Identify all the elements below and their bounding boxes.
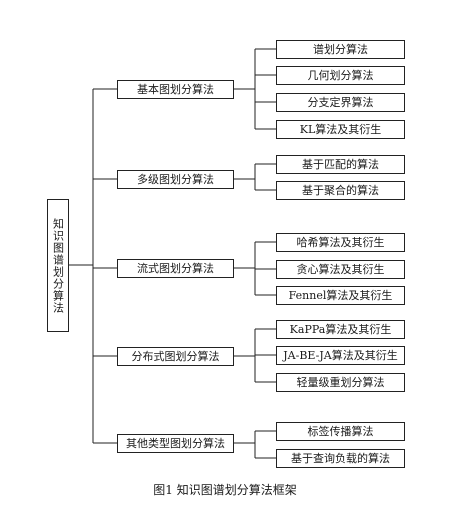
leaf-node: Fennel算法及其衍生 bbox=[276, 285, 405, 305]
leaf-node: 基于聚合的算法 bbox=[276, 180, 405, 200]
leaf-label: 贪心算法及其衍生 bbox=[296, 262, 385, 276]
leaf-node: 分支定界算法 bbox=[276, 92, 405, 112]
leaf-node: 轻量级重划分算法 bbox=[276, 372, 405, 392]
category-node: 其他类型图划分算法 bbox=[117, 433, 234, 453]
category-node: 流式图划分算法 bbox=[117, 258, 234, 278]
leaf-label: 轻量级重划分算法 bbox=[296, 375, 385, 389]
category-node: 基本图划分算法 bbox=[117, 79, 234, 99]
leaf-node: 基于匹配的算法 bbox=[276, 154, 405, 174]
leaf-label: 分支定界算法 bbox=[307, 95, 374, 109]
leaf-node: 哈希算法及其衍生 bbox=[276, 232, 405, 252]
leaf-node: JA-BE-JA算法及其衍生 bbox=[276, 345, 405, 365]
category-label: 基本图划分算法 bbox=[137, 82, 214, 96]
leaf-label: 基于聚合的算法 bbox=[302, 183, 379, 197]
root-label: 知识图谱划分算法 bbox=[51, 217, 65, 314]
category-node: 分布式图划分算法 bbox=[117, 346, 234, 366]
leaf-label: 基于匹配的算法 bbox=[302, 157, 379, 171]
leaf-label: JA-BE-JA算法及其衍生 bbox=[283, 348, 398, 362]
leaf-label: Fennel算法及其衍生 bbox=[288, 288, 393, 302]
root-node: 知识图谱划分算法 bbox=[47, 199, 69, 332]
leaf-label: KaPPa算法及其衍生 bbox=[289, 322, 392, 336]
leaf-label: 几何划分算法 bbox=[307, 68, 374, 82]
leaf-label: 标签传播算法 bbox=[307, 424, 374, 438]
leaf-node: 谱划分算法 bbox=[276, 39, 405, 59]
leaf-node: 几何划分算法 bbox=[276, 65, 405, 85]
leaf-label: 哈希算法及其衍生 bbox=[296, 235, 385, 249]
leaf-node: 标签传播算法 bbox=[276, 421, 405, 441]
leaf-node: KL算法及其衍生 bbox=[276, 119, 405, 139]
category-label: 多级图划分算法 bbox=[137, 172, 214, 186]
category-label: 其他类型图划分算法 bbox=[126, 436, 225, 450]
category-label: 分布式图划分算法 bbox=[131, 349, 220, 363]
leaf-node: 基于查询负载的算法 bbox=[276, 448, 405, 468]
leaf-node: KaPPa算法及其衍生 bbox=[276, 319, 405, 339]
leaf-label: 谱划分算法 bbox=[313, 42, 368, 56]
category-label: 流式图划分算法 bbox=[137, 261, 214, 275]
category-node: 多级图划分算法 bbox=[117, 169, 234, 189]
leaf-node: 贪心算法及其衍生 bbox=[276, 259, 405, 279]
leaf-label: KL算法及其衍生 bbox=[299, 122, 382, 136]
leaf-label: 基于查询负载的算法 bbox=[291, 451, 390, 465]
figure-caption: 图1 知识图谱划分算法框架 bbox=[153, 483, 297, 497]
